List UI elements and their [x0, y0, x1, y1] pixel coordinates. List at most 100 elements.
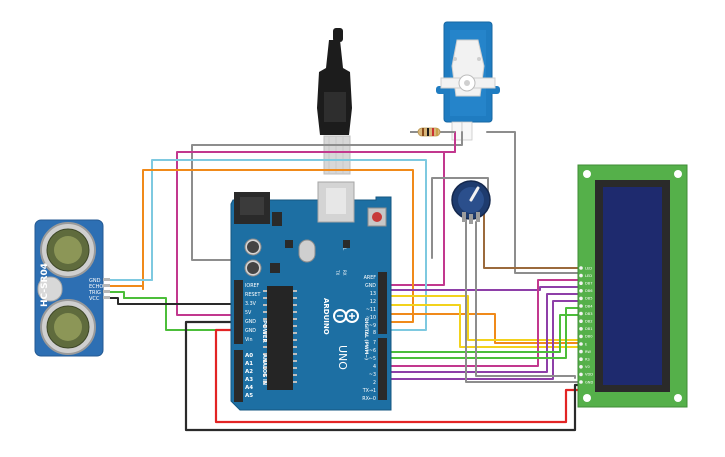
digital-pin-labels-top: AREF GND 13 12 ~11 ~10 ~9 8 — [364, 275, 377, 336]
lcd-pin-pad[interactable] — [579, 380, 583, 384]
pin-5: ~5 — [369, 356, 376, 362]
pin-10: ~10 — [366, 315, 376, 321]
resistor[interactable] — [410, 127, 455, 137]
sensor-pin-vcc: VCC — [89, 296, 100, 302]
power-pin-labels: IOREF RESET 3.3V 5V GND GND Vin — [245, 283, 260, 343]
pin-gnd-1: GND — [245, 319, 256, 325]
sensor-pin-labels: GND ECHO TRIG VCC — [88, 278, 103, 302]
pin-a2: A2 — [245, 369, 253, 375]
pin-3v3: 3.3V — [245, 301, 257, 307]
led-tx-label: TX — [335, 269, 340, 275]
wire-purple-3 — [384, 300, 582, 380]
lcd-pin-pad[interactable] — [579, 273, 583, 278]
wire-gray-pot-c — [475, 221, 576, 379]
lcd-pin-pad[interactable] — [579, 266, 583, 270]
pin-13: 13 — [370, 291, 376, 297]
sensor-pin-echo: ECHO — [89, 284, 103, 290]
lcd-pin-label: DB7 — [585, 282, 593, 286]
pin-rx: RX←0 — [362, 396, 376, 402]
arduino-brand-label: ARDUINO — [322, 298, 330, 335]
lcd-pin-labels: LEDLEDDB7DB6DB5DB4DB3DB2DB1DB0ERWRSV0VDD… — [585, 266, 593, 384]
lcd-pin-pad[interactable] — [579, 372, 583, 377]
pin-3: ~3 — [369, 372, 376, 378]
pin-a4: A4 — [245, 385, 253, 391]
pin-vin: Vin — [245, 337, 253, 343]
lcd-display[interactable]: LEDLEDDB7DB6DB5DB4DB3DB2DB1DB0ERWRSV0VDD… — [577, 164, 688, 408]
sensor-pin-gnd: GND — [89, 278, 101, 284]
lcd-pin-label: V0 — [585, 365, 590, 369]
lcd-pin-label: DB1 — [585, 327, 593, 331]
pin-2: 2 — [373, 380, 376, 386]
lcd-pin-label: RS — [585, 358, 590, 362]
pin-aref: AREF — [364, 275, 377, 281]
wire-green-lcd-2 — [384, 307, 582, 359]
wire-yellow — [384, 295, 582, 341]
pin-9: ~9 — [369, 323, 376, 329]
analog-header-label: ANALOG IN — [261, 354, 267, 385]
lcd-pin-pad[interactable] — [579, 289, 583, 293]
wire-orange — [142, 169, 414, 323]
wire-cyan — [151, 159, 427, 331]
lcd-pin-label: DB2 — [585, 320, 593, 324]
pin-7: 7 — [373, 340, 376, 346]
wire-gray-pot-b — [465, 219, 582, 383]
wire-magenta-right — [384, 151, 456, 286]
pin-8: 8 — [373, 330, 376, 336]
led-l-label: L — [342, 248, 347, 251]
arduino-model-label: UNO — [336, 345, 349, 370]
led-rx-label: RX — [342, 270, 347, 276]
digital-header-label: DIGITAL (PWM~) — [363, 318, 369, 360]
arduino-logo — [333, 309, 359, 323]
lcd-pin-label: DB6 — [585, 289, 593, 293]
lcd-pin-pad[interactable] — [579, 365, 583, 369]
lcd-pin-pad[interactable] — [579, 311, 583, 316]
wire-sensor-echo — [109, 285, 144, 290]
lcd-pin-pad[interactable] — [579, 296, 583, 301]
usb-cable — [317, 28, 352, 175]
sensor-model-label: HC-SR04 — [40, 263, 50, 307]
wire-yellow-b — [384, 304, 582, 348]
wire-green-left — [123, 297, 244, 331]
wire-purple-1 — [384, 286, 582, 291]
wire-gray-lcd — [486, 131, 582, 274]
lcd-pin-label: DB3 — [585, 312, 593, 316]
lcd-pin-pad[interactable] — [579, 342, 583, 346]
wires — [109, 131, 583, 432]
lcd-pin-pad[interactable] — [579, 327, 583, 331]
wire-magenta — [176, 131, 456, 316]
lcd-pin-pad[interactable] — [579, 349, 583, 354]
lcd-pin-pad[interactable] — [579, 334, 583, 339]
pin-gnd-2: GND — [245, 328, 256, 334]
lcd-pin-label: DB0 — [585, 335, 593, 339]
wire-sensor-vcc — [109, 297, 244, 305]
arduino-uno[interactable]: IOREF RESET 3.3V 5V GND GND Vin POWER A0… — [230, 181, 392, 411]
pin-a5: A5 — [245, 393, 253, 399]
pin-4: 4 — [373, 364, 376, 370]
pin-11: ~11 — [366, 307, 376, 313]
lcd-pin-pad[interactable] — [579, 357, 583, 362]
pin-12: 12 — [370, 299, 376, 305]
board-led-labels: TX RX L — [335, 248, 347, 276]
potentiometer[interactable] — [451, 180, 491, 224]
wire-gray-pot — [431, 177, 489, 259]
lcd-pin-pad[interactable] — [579, 304, 583, 308]
lcd-pin-label: GND — [585, 380, 593, 384]
wire-red — [214, 328, 583, 424]
lcd-pin-pad[interactable] — [579, 319, 583, 324]
pin-ioref: IOREF — [245, 283, 260, 289]
wire-magenta-lcd — [384, 279, 582, 367]
analog-pin-labels: A0 A1 A2 A3 A4 A5 — [245, 353, 253, 399]
lcd-pin-label: LED — [585, 266, 592, 270]
pin-a1: A1 — [245, 361, 253, 367]
sensor-pin-trig: TRIG — [88, 290, 101, 296]
ultrasonic-sensor[interactable]: HC-SR04 GND ECHO TRIG VCC — [34, 219, 110, 357]
pin-gnd-top: GND — [365, 283, 376, 289]
digital-pin-labels-bottom: 7 ~6 ~5 4 ~3 2 TX→1 RX←0 — [362, 340, 376, 402]
pin-a0: A0 — [245, 353, 253, 359]
wire-orange-lcd — [384, 313, 582, 344]
servo-motor[interactable] — [436, 21, 500, 141]
lcd-pin-pad[interactable] — [579, 281, 583, 286]
pin-reset: RESET — [245, 292, 260, 298]
